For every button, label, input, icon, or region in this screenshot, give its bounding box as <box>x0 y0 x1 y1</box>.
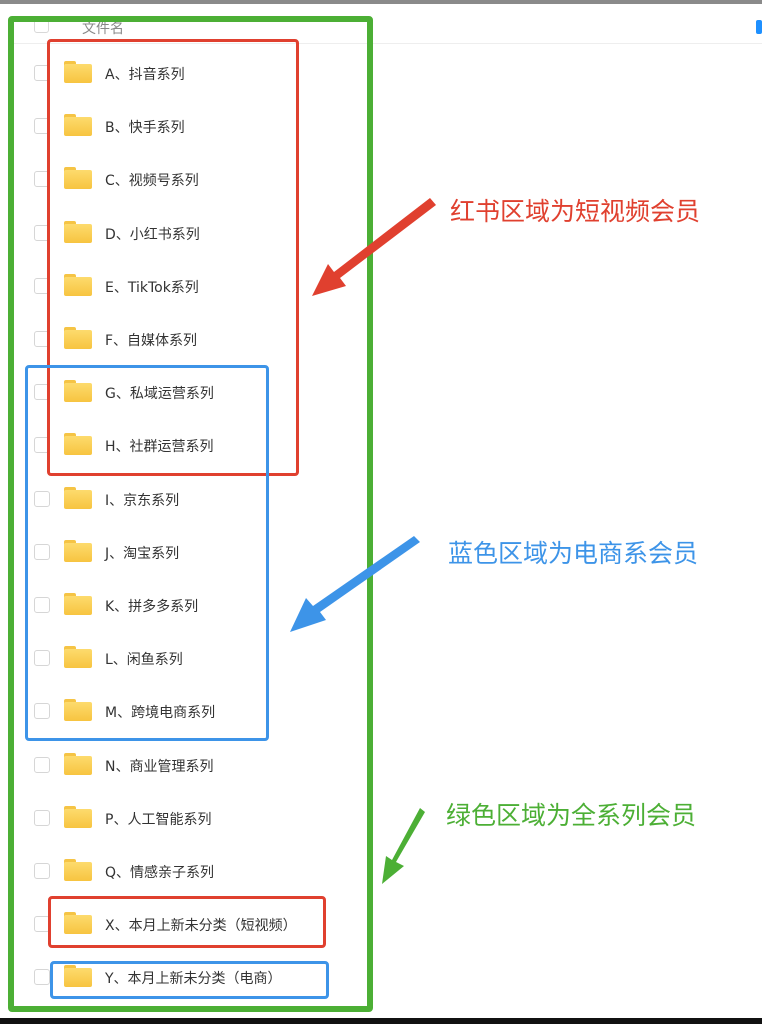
folder-name[interactable]: Q、情感亲子系列 <box>105 865 215 881</box>
folder-icon <box>64 114 92 137</box>
folder-icon <box>64 167 92 190</box>
blue-small-box <box>50 961 329 999</box>
folder-name[interactable]: X、本月上新未分类（短视频） <box>105 918 297 935</box>
green-region-box <box>8 16 373 1012</box>
file-row[interactable]: A、抖音系列 <box>0 47 380 100</box>
folder-icon <box>64 912 92 935</box>
file-row[interactable]: D、小红书系列 <box>0 207 380 260</box>
folder-name[interactable]: L、闲鱼系列 <box>105 652 183 669</box>
file-row[interactable]: I、京东系列 <box>0 473 380 526</box>
folder-icon <box>64 380 92 403</box>
folder-name[interactable]: G、私域运营系列 <box>105 386 214 403</box>
column-filename[interactable]: 文件名 <box>82 21 124 37</box>
blue-region-box <box>25 365 269 741</box>
folder-name[interactable]: J、淘宝系列 <box>105 545 180 562</box>
row-checkbox[interactable] <box>34 969 50 986</box>
row-checkbox[interactable] <box>34 703 50 720</box>
file-row[interactable]: J、淘宝系列 <box>0 526 380 579</box>
folder-icon <box>64 327 92 349</box>
folder-icon <box>64 593 92 615</box>
file-row[interactable]: G、私域运营系列 <box>0 366 380 419</box>
file-row[interactable]: N、商业管理系列 <box>0 739 380 792</box>
folder-icon <box>64 805 92 828</box>
folder-icon <box>64 433 92 456</box>
folder-icon <box>64 220 92 243</box>
folder-name[interactable]: F、自媒体系列 <box>105 333 198 349</box>
folder-icon <box>64 752 92 775</box>
red-region-box <box>47 39 299 476</box>
folder-name[interactable]: M、跨境电商系列 <box>105 705 216 722</box>
folder-name[interactable]: H、社群运营系列 <box>105 439 214 456</box>
row-checkbox[interactable] <box>34 756 50 773</box>
folder-name[interactable]: C、视频号系列 <box>105 173 199 190</box>
blue-arrow-icon <box>290 536 420 632</box>
folder-name[interactable]: A、抖音系列 <box>105 67 185 83</box>
red-arrow-icon <box>312 198 436 296</box>
folder-name[interactable]: D、小红书系列 <box>105 226 200 243</box>
row-checkbox[interactable] <box>34 863 50 879</box>
blue-region-note: 蓝色区域为电商系会员 <box>448 539 699 568</box>
row-checkbox[interactable] <box>34 650 50 667</box>
bottom-bar <box>0 1018 762 1024</box>
folder-icon <box>64 965 92 988</box>
folder-name[interactable]: K、拼多多系列 <box>105 599 199 615</box>
file-row[interactable]: M、跨境电商系列 <box>0 685 380 738</box>
file-row[interactable]: L、闲鱼系列 <box>0 632 380 685</box>
file-row[interactable]: X、本月上新未分类（短视频） <box>0 898 380 951</box>
file-row[interactable]: K、拼多多系列 <box>0 579 380 632</box>
folder-icon <box>64 486 92 509</box>
row-checkbox[interactable] <box>34 490 50 507</box>
file-row[interactable]: Y、本月上新未分类（电商） <box>0 951 380 1004</box>
folder-icon <box>64 539 92 562</box>
file-row[interactable]: F、自媒体系列 <box>0 313 380 366</box>
file-row[interactable]: C、视频号系列 <box>0 153 380 206</box>
folder-name[interactable]: N、商业管理系列 <box>105 758 214 775</box>
red-small-box <box>48 896 326 948</box>
folder-icon <box>64 61 92 83</box>
row-checkbox[interactable] <box>34 809 50 826</box>
folder-name[interactable]: I、京东系列 <box>105 492 180 509</box>
file-row[interactable]: Q、情感亲子系列 <box>0 845 380 898</box>
green-arrow-icon <box>382 808 425 884</box>
folder-name[interactable]: B、快手系列 <box>105 120 185 137</box>
folder-name[interactable]: Y、本月上新未分类（电商） <box>105 971 282 988</box>
folder-icon <box>64 646 92 669</box>
folder-name[interactable]: E、TikTok系列 <box>105 279 199 296</box>
file-row[interactable]: E、TikTok系列 <box>0 260 380 313</box>
folder-icon <box>64 699 92 722</box>
row-checkbox[interactable] <box>34 597 50 613</box>
folder-icon <box>64 859 92 881</box>
window-top-bar <box>0 0 762 4</box>
folder-name[interactable]: P、人工智能系列 <box>105 811 212 828</box>
upload-icon[interactable] <box>756 20 762 34</box>
file-row[interactable]: B、快手系列 <box>0 100 380 153</box>
row-checkbox[interactable] <box>34 543 50 560</box>
file-row[interactable]: P、人工智能系列 <box>0 792 380 845</box>
folder-icon <box>64 273 92 296</box>
red-region-note: 红书区域为短视频会员 <box>450 197 701 226</box>
green-region-note: 绿色区域为全系列会员 <box>446 801 697 830</box>
file-row[interactable]: H、社群运营系列 <box>0 419 380 472</box>
